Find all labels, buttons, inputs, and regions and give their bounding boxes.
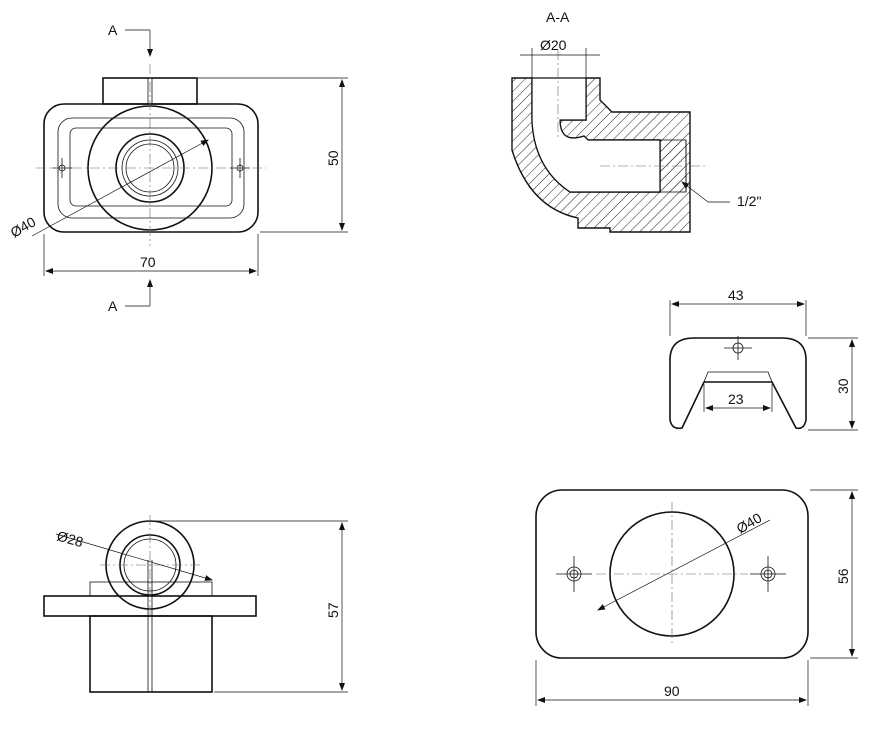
dim-bottom-height: 57: [325, 602, 341, 618]
section-mark-bottom: A: [108, 298, 118, 314]
bottom-view: Ø28 57: [43, 515, 348, 693]
dim-front-diameter: Ø40: [8, 213, 39, 240]
dim-plate-height: 56: [835, 568, 851, 584]
bottom-body: [89, 615, 213, 693]
front-view: A A 70 50 Ø40: [8, 22, 348, 314]
dim-section-thread: 1/2": [737, 193, 761, 209]
dim-front-height: 50: [325, 150, 341, 166]
dim-bottom-diameter: Ø28: [55, 528, 85, 551]
plate-outline: [535, 489, 809, 659]
side-outline: [669, 337, 807, 430]
dim-plate-width: 90: [664, 683, 680, 699]
section-mark-top: A: [108, 22, 118, 38]
dim-side-width: 43: [728, 287, 744, 303]
dim-side-inner: 23: [728, 391, 744, 407]
section-view: A-A Ø20 1/2": [511, 9, 761, 233]
dim-front-width: 70: [140, 254, 156, 270]
side-view: 43 23 30: [669, 287, 858, 431]
dim-section-bore: Ø20: [540, 37, 567, 53]
dim-side-height: 30: [835, 378, 851, 394]
plate-view: Ø40 90 56: [535, 489, 858, 706]
dim-plate-diameter: Ø40: [734, 509, 765, 536]
section-title: A-A: [546, 9, 570, 25]
